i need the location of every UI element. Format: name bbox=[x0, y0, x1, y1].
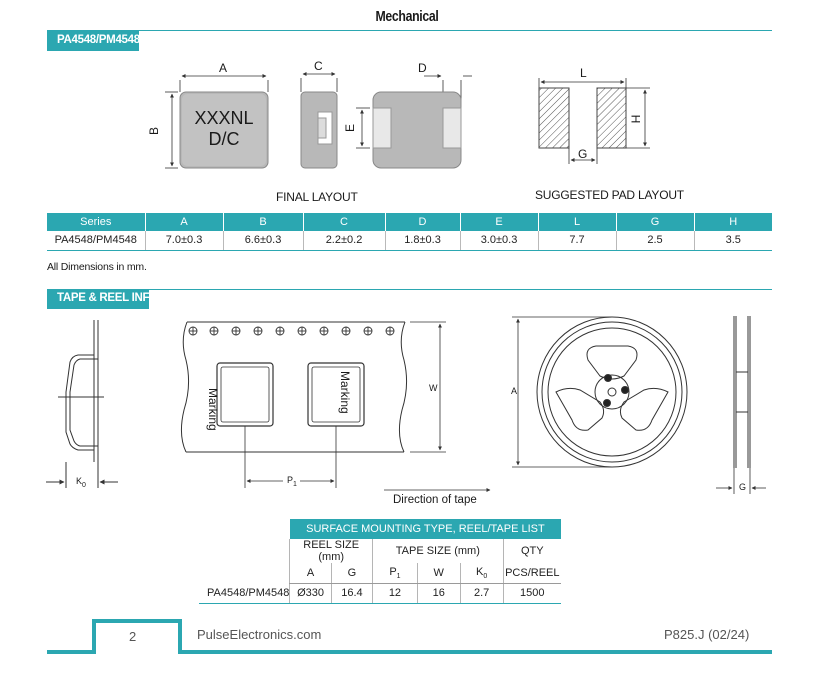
tape-label-p: P1 bbox=[287, 475, 297, 488]
col-k0-sub: 0 bbox=[483, 572, 488, 580]
col-pcs: PCS/REEL bbox=[502, 563, 561, 584]
col-header: L bbox=[538, 213, 617, 231]
caption-final-layout: FINAL LAYOUT bbox=[276, 190, 358, 204]
cell-a: 7.0±0.3 bbox=[145, 231, 224, 251]
tape-label-w: W bbox=[429, 383, 438, 393]
k-subscript: 0 bbox=[82, 481, 86, 489]
section-tab-mechanical: PA4548/PM4548 bbox=[47, 31, 140, 51]
caption-pad-layout: SUGGESTED PAD LAYOUT bbox=[535, 188, 684, 202]
col-k0-letter: K bbox=[475, 565, 484, 578]
reel-side-drawing bbox=[716, 316, 766, 494]
page-title: Mechanical bbox=[375, 8, 439, 25]
col-header: B bbox=[223, 213, 304, 231]
tape-size-header: TAPE SIZE (mm) bbox=[372, 539, 504, 563]
col-w: W bbox=[416, 563, 461, 584]
col-p1: P1 bbox=[372, 563, 418, 584]
col-header: E bbox=[460, 213, 539, 231]
direction-of-tape: Direction of tape bbox=[393, 494, 477, 506]
cell-a: Ø330 bbox=[289, 583, 332, 604]
cell-series: PA4548/PM4548 bbox=[47, 231, 146, 251]
tape-marking-1: Marking bbox=[206, 388, 220, 431]
cell-g: 16.4 bbox=[330, 583, 373, 604]
dimensions-note: All Dimensions in mm. bbox=[47, 261, 147, 273]
cell-l: 7.7 bbox=[538, 231, 617, 251]
col-p1-sub: 1 bbox=[396, 572, 401, 580]
dim-label-d: D bbox=[418, 61, 427, 75]
front-view-drawing bbox=[356, 74, 472, 169]
pad-layout-drawing bbox=[538, 78, 650, 164]
col-header: Series bbox=[47, 213, 146, 231]
dim-label-l: L bbox=[580, 66, 587, 80]
tape-label-k0: K0 bbox=[76, 476, 86, 489]
p-subscript: 1 bbox=[293, 480, 297, 488]
cell-g: 2.5 bbox=[616, 231, 695, 251]
cell-p1: 12 bbox=[372, 583, 418, 604]
cell-k0: 2.7 bbox=[459, 583, 504, 604]
p-letter: P bbox=[287, 475, 294, 485]
tape-marking-2: Marking bbox=[338, 371, 352, 414]
dim-label-g: G bbox=[578, 147, 588, 161]
carrier-tape-drawing bbox=[180, 321, 491, 492]
section-tab-tape-reel: TAPE & REEL INFO bbox=[47, 289, 158, 309]
col-p1-letter: P bbox=[389, 565, 397, 578]
col-k0: K0 bbox=[459, 563, 504, 584]
marking-line-2: D/C bbox=[208, 129, 240, 149]
marking-line-1: XXXNL bbox=[194, 108, 254, 128]
top-view-drawing bbox=[165, 74, 269, 169]
reel-tape-table: SURFACE MOUNTING TYPE, REEL/TAPE LIST RE… bbox=[199, 519, 561, 604]
col-g: G bbox=[330, 563, 373, 584]
cell-c: 2.2±0.2 bbox=[303, 231, 386, 251]
dim-label-a: A bbox=[219, 61, 228, 75]
col-header: H bbox=[694, 213, 772, 231]
col-a: A bbox=[289, 563, 332, 584]
col-header: G bbox=[616, 213, 695, 231]
table-row: PA4548/PM4548 7.0±0.3 6.6±0.3 2.2±0.2 1.… bbox=[47, 231, 772, 251]
cell-h: 3.5 bbox=[694, 231, 772, 251]
dim-label-c: C bbox=[314, 59, 323, 73]
reel-label-a: A bbox=[511, 386, 518, 396]
footer-graphic bbox=[47, 619, 772, 654]
reel-table-title: SURFACE MOUNTING TYPE, REEL/TAPE LIST bbox=[289, 519, 561, 539]
col-header: C bbox=[303, 213, 386, 231]
cell-e: 3.0±0.3 bbox=[460, 231, 539, 251]
col-header: A bbox=[145, 213, 224, 231]
section-rule bbox=[47, 289, 772, 290]
reel-label-g: G bbox=[739, 482, 747, 492]
table-row: PA4548/PM4548 Ø330 16.4 12 16 2.7 1500 bbox=[199, 583, 561, 604]
part-marking: XXXNL D/C bbox=[180, 108, 268, 150]
col-header: D bbox=[385, 213, 461, 231]
side-view-drawing bbox=[300, 72, 338, 169]
cell-w: 16 bbox=[416, 583, 461, 604]
reel-size-header: REEL SIZE (mm) bbox=[289, 539, 373, 563]
mechanical-dimensions-table: Series A B C D E L G H PA4548/PM4548 7.0… bbox=[47, 213, 772, 251]
cell-qty: 1500 bbox=[502, 583, 561, 604]
qty-header: QTY bbox=[502, 539, 561, 563]
page-number: 2 bbox=[129, 629, 137, 644]
k-letter: K bbox=[76, 476, 83, 486]
cell-series: PA4548/PM4548 bbox=[199, 583, 290, 604]
title-rule bbox=[47, 30, 772, 31]
reel-front-drawing bbox=[512, 316, 688, 468]
pocket-profile-drawing bbox=[46, 320, 118, 488]
cell-b: 6.6±0.3 bbox=[223, 231, 304, 251]
table-header-row: Series A B C D E L G H bbox=[47, 213, 772, 231]
document-code: P825.J (02/24) bbox=[664, 627, 750, 642]
footer-website-link[interactable]: PulseElectronics.com bbox=[197, 627, 322, 642]
cell-d: 1.8±0.3 bbox=[385, 231, 461, 251]
